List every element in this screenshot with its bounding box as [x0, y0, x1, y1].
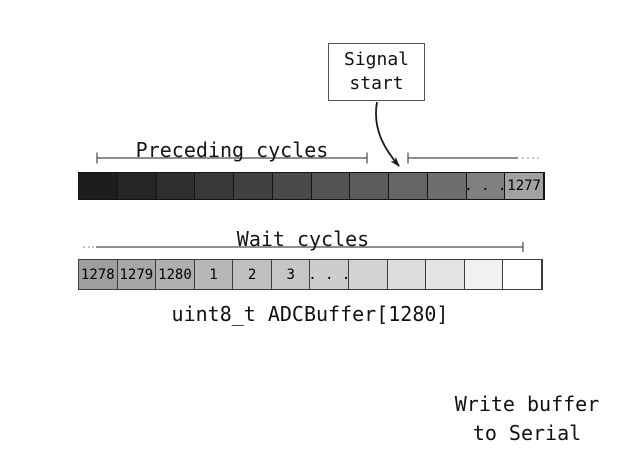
- buffer-cell: . . .: [466, 173, 506, 199]
- buffer-cell: [234, 173, 273, 199]
- buffer-cell: [426, 260, 465, 289]
- buffer-cell: 1280: [156, 260, 195, 289]
- buffer-cell: [117, 173, 157, 199]
- buffer-cell: 3: [271, 260, 311, 289]
- buffer-cell: [79, 173, 118, 199]
- buffer-cell: 1278: [79, 260, 118, 289]
- buffer-cell: [349, 260, 388, 289]
- signal-start-line1: Signal: [343, 49, 410, 70]
- buffer-cell: [311, 173, 351, 199]
- buffer-cell: . . .: [310, 260, 350, 289]
- buffer-cell: 1277: [505, 173, 544, 199]
- buffer-cell: [195, 173, 234, 199]
- buffer-cell: [387, 260, 427, 289]
- signal-arrow-connector: [375, 101, 400, 167]
- fade-dots: [83, 246, 94, 248]
- buffer-cell: [503, 260, 542, 289]
- signal-start-line2: start: [349, 73, 404, 94]
- buffer-cell: [427, 173, 467, 199]
- buffer-cell: 1: [194, 260, 234, 289]
- preceding-cycles-label: Preceding cycles: [135, 138, 329, 162]
- buffer-cell: [350, 173, 389, 199]
- buffer-cell: 1279: [117, 260, 157, 289]
- preceding-buffer-row: . . .1277: [78, 172, 545, 200]
- buffer-cell: [272, 173, 312, 199]
- write-serial-label: Write buffer to Serial: [455, 390, 600, 448]
- write-serial-line1: Write buffer: [454, 392, 600, 416]
- wait-cycles-label: Wait cycles: [236, 227, 370, 251]
- fade-dots: [522, 157, 539, 159]
- buffer-cell: 2: [233, 260, 272, 289]
- buffer-cell: [464, 260, 504, 289]
- buffer-declaration-label: uint8_t ADCBuffer[1280]: [171, 302, 449, 326]
- write-serial-line2: to Serial: [472, 421, 582, 445]
- buffer-cell: [156, 173, 196, 199]
- continuation-dimension-line: [407, 152, 539, 164]
- buffer-cell: [389, 173, 428, 199]
- signal-start-box: Signal start: [328, 43, 425, 101]
